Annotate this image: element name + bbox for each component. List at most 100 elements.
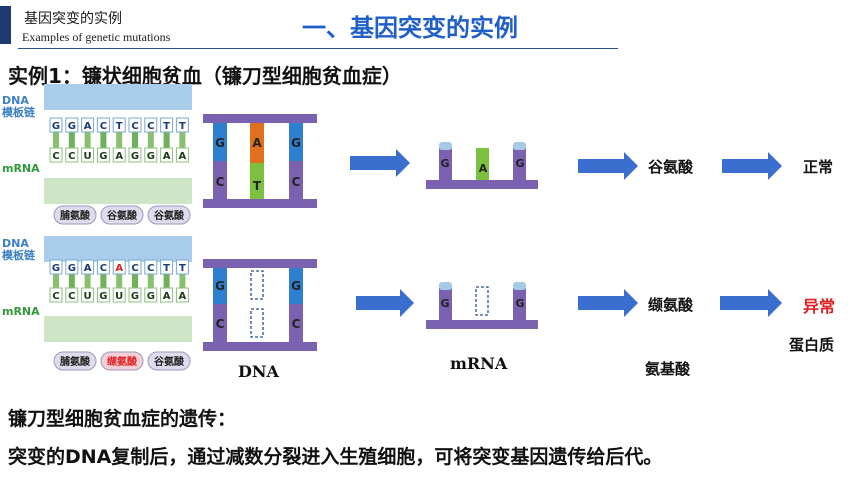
dna-template-base: T	[179, 121, 186, 132]
dna-template-base-box	[96, 117, 110, 133]
mrna-base-box	[96, 147, 110, 163]
header-divider	[18, 48, 618, 49]
amino-acid-pill-label: 缬氨酸	[107, 355, 138, 368]
header-title: 基因突变的实例	[24, 11, 122, 27]
dna-bottom-base-3: C	[292, 317, 301, 331]
mrna-base-3: G	[515, 297, 524, 310]
dna-bottom-base-2: T	[253, 179, 262, 193]
mutated-base-placeholder-top	[250, 270, 264, 300]
amino-acid-pill	[53, 205, 97, 225]
dna-template-base-box	[49, 117, 63, 133]
mrna-backbone	[426, 180, 538, 189]
mrna-base: G	[99, 151, 107, 162]
amino-acid-pill	[100, 205, 144, 225]
mrna-base-stem-3	[513, 148, 526, 180]
amino-acid-pill	[147, 351, 191, 371]
base-pair-stem	[84, 128, 91, 160]
amino-acid-pill	[100, 351, 144, 371]
arrow-dna-to-mrna-mutant	[356, 289, 414, 317]
arrow-amino-to-protein-normal	[722, 152, 782, 180]
dna-template-base: G	[52, 121, 60, 132]
base-c-right	[289, 161, 303, 199]
base-a-middle	[250, 123, 264, 163]
dna-template-base: A	[84, 121, 92, 132]
mrna-base: C	[68, 151, 75, 162]
amino-acid-caption: 氨基酸	[645, 360, 691, 378]
mrna-base-box	[65, 287, 79, 303]
dna-template-base-box	[160, 259, 174, 275]
mrna-label-mutant: mRNA	[2, 305, 40, 318]
mrna-base-box	[128, 147, 142, 163]
mrna-base-3: G	[515, 157, 524, 170]
base-pair-stem	[53, 128, 59, 160]
transcription-illustration-normal: GCGCAUCGTACGCGTATA脯氨酸谷氨酸谷氨酸	[44, 84, 192, 225]
mrna-base-box	[65, 147, 79, 163]
dna-template-base-box	[112, 117, 126, 133]
mrna-base-box	[49, 147, 63, 163]
main-title: 一、基因突变的实例	[302, 14, 518, 42]
mrna-base: A	[163, 151, 171, 162]
mrna-base-cap-1	[439, 282, 452, 290]
header-accent-bar	[0, 6, 11, 44]
dna-bottom-base-3: C	[292, 175, 301, 189]
amino-acid-pill	[53, 351, 97, 371]
dna-template-base-box	[81, 117, 95, 133]
mutated-base-placeholder-bottom	[250, 308, 264, 338]
mrna-base: U	[115, 291, 123, 302]
base-pair-stem	[100, 270, 107, 300]
dna-caption: DNA	[238, 362, 279, 381]
base-pair-stem	[163, 128, 170, 160]
base-pair-stem	[68, 128, 75, 160]
protein-result-normal: 正常	[803, 158, 834, 176]
dna-template-base-box	[144, 259, 158, 275]
mrna-base: C	[68, 291, 75, 302]
mrna-base-cap-3	[513, 142, 526, 150]
amino-acid-pill	[147, 205, 191, 225]
dna-ladder-mutant: G G C C	[203, 259, 317, 351]
base-pair-stem	[100, 128, 107, 160]
dna-template-base: T	[163, 263, 170, 274]
amino-acid-mutant: 缬氨酸	[648, 296, 694, 314]
dna-template-base: G	[68, 121, 76, 132]
base-c-left	[213, 304, 227, 342]
mrna-backbone	[426, 320, 538, 329]
mrna-base-box	[160, 147, 174, 163]
arrow-mrna-to-amino-mutant	[578, 289, 638, 317]
dna-top-base-3: G	[291, 279, 301, 293]
base-g-left	[213, 268, 227, 304]
dna-label-text: DNA	[2, 94, 29, 107]
base-pair-stem	[68, 270, 75, 300]
mrna-base-box	[49, 287, 63, 303]
base-t-middle	[250, 163, 264, 199]
mrna-base: C	[52, 291, 59, 302]
mrna-base-box	[96, 287, 110, 303]
dna-template-base: T	[163, 121, 170, 132]
base-g-right	[289, 123, 303, 161]
base-c-left	[213, 161, 227, 199]
mrna-base-stem-2	[476, 148, 489, 180]
arrow-dna-to-mrna-normal	[350, 149, 410, 177]
mrna-base: G	[147, 151, 155, 162]
mrna-base-1: G	[440, 297, 449, 310]
inheritance-heading: 镰刀型细胞贫血症的遗传：	[8, 408, 237, 430]
inheritance-explanation: 突变的DNA复制后，通过减数分裂进入生殖细胞，可将突变基因遗传给后代。	[8, 446, 663, 468]
arrow-mrna-to-amino-normal	[578, 152, 638, 180]
mrna-strand-band	[44, 178, 192, 204]
mrna-base: A	[179, 291, 187, 302]
mrna-base-box	[160, 287, 174, 303]
mrna-base: G	[99, 291, 107, 302]
dna-template-base: C	[147, 263, 154, 274]
base-c-right	[289, 304, 303, 342]
base-g-left	[213, 123, 227, 161]
dna-template-base: T	[116, 121, 123, 132]
dna-template-base: A	[84, 263, 92, 274]
dna-template-base-box	[81, 259, 95, 275]
dna-backbone-top	[203, 114, 317, 123]
mrna-base-box	[144, 147, 158, 163]
base-pair-stem	[84, 270, 91, 300]
mrna-base-cap-3	[513, 282, 526, 290]
dna-label-text: DNA	[2, 237, 29, 250]
dna-top-base-3: G	[291, 136, 301, 150]
dna-template-base: C	[131, 121, 138, 132]
